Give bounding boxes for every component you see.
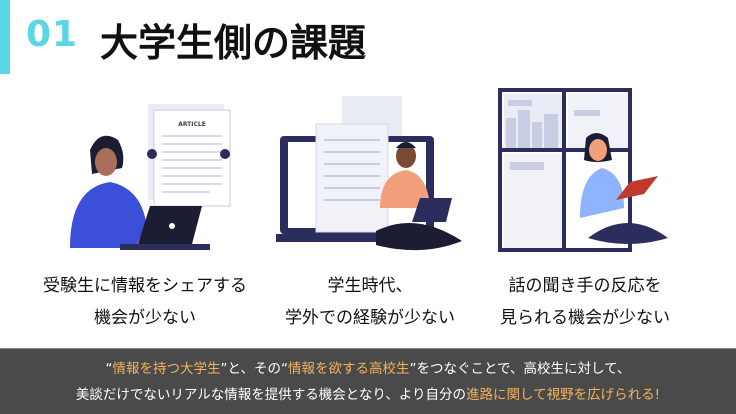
issue-2-line1: 学生時代、	[327, 276, 413, 296]
banner-text: 美談だけでないリアルな情報を提供する機会となり、より自分の	[75, 387, 467, 403]
title-accent-bar	[0, 0, 10, 74]
issue-1-line2: 機会が少ない	[94, 308, 196, 328]
banner-text: “	[105, 361, 113, 377]
banner-highlight: 情報を欲する高校生	[287, 361, 410, 377]
banner-text: ”をつなぐことで、高校生に対して、	[409, 361, 631, 377]
woman-laptop-article-illustration: ARTICLE	[70, 104, 231, 250]
banner-line-1: “情報を持つ大学生”と、その“情報を欲する高校生”をつなぐことで、高校生に対して…	[0, 356, 736, 382]
section-number: 01	[26, 14, 79, 55]
issue-caption-3: 話の聞き手の反応を 見られる機会が少ない	[470, 270, 700, 334]
page-title: 大学生側の課題	[100, 21, 367, 65]
issue-2-line2: 学外での経験が少ない	[285, 308, 455, 328]
woman-reading-window-illustration	[498, 88, 668, 252]
banner-line-2: 美談だけでないリアルな情報を提供する機会となり、より自分の進路に関して視野を広げ…	[0, 382, 736, 408]
banner-highlight: 進路に関して視野を広げられる!	[466, 387, 661, 403]
issue-caption-2: 学生時代、 学外での経験が少ない	[250, 270, 490, 334]
issue-caption-1: 受験生に情報をシェアする 機会が少ない	[20, 270, 270, 334]
banner-highlight: 情報を持つ大学生	[112, 361, 221, 377]
man-sitting-laptop-illustration	[276, 96, 462, 251]
issue-3-line2: 見られる機会が少ない	[500, 308, 670, 328]
article-label: ARTICLE	[178, 121, 206, 128]
summary-banner: “情報を持つ大学生”と、その“情報を欲する高校生”をつなぐことで、高校生に対して…	[0, 348, 736, 414]
banner-text: ”と、その“	[220, 361, 288, 377]
issue-3-line1: 話の聞き手の反応を	[508, 276, 662, 296]
issue-1-line1: 受験生に情報をシェアする	[43, 276, 247, 296]
